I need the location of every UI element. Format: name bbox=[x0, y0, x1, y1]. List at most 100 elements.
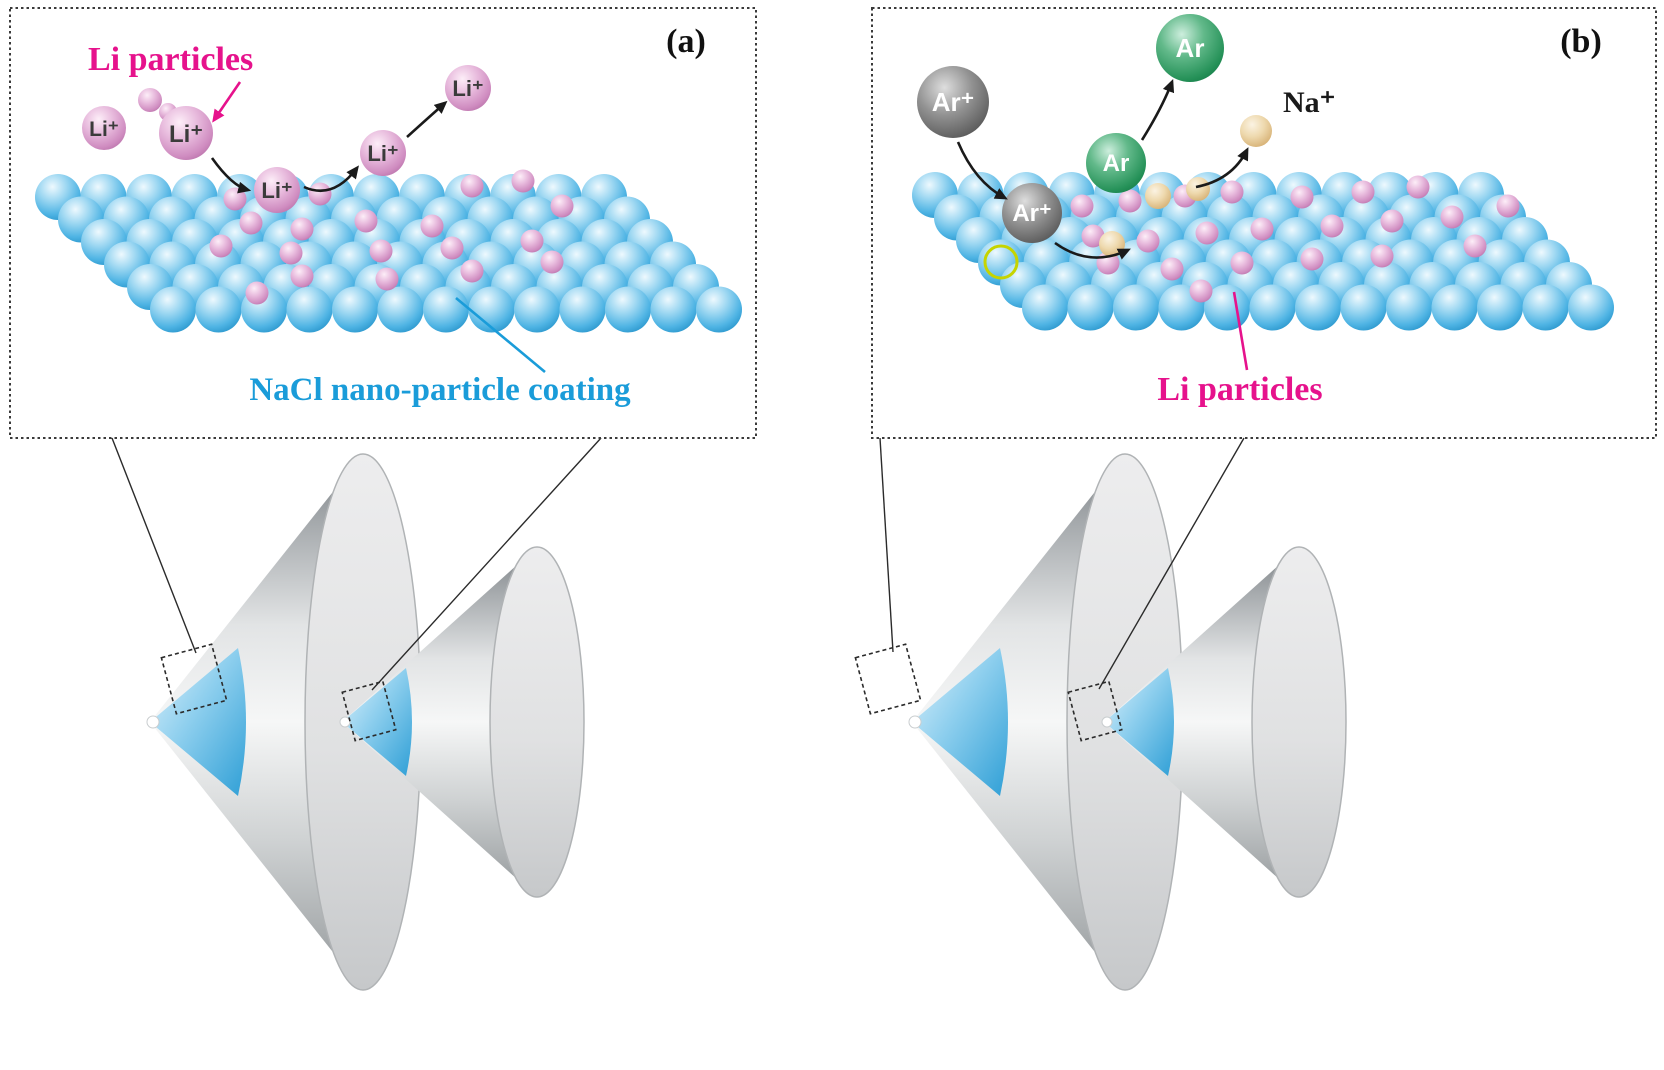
nacl-sphere bbox=[1249, 284, 1296, 331]
nacl-sphere bbox=[286, 286, 333, 333]
li-particle bbox=[1189, 279, 1213, 303]
argon-atom-label: Ar bbox=[1176, 33, 1205, 63]
panel-b: (b) Ar⁺ Ar⁺ Ar Ar Na⁺ Li particles bbox=[871, 7, 1657, 439]
li-ion-label: Li⁺ bbox=[261, 178, 292, 203]
li-ion-sphere bbox=[360, 130, 406, 176]
li-particle bbox=[511, 169, 535, 193]
li-particle bbox=[354, 209, 378, 233]
nacl-sphere bbox=[1522, 284, 1569, 331]
li-particle bbox=[245, 281, 269, 305]
sodium-label: Na⁺ bbox=[1283, 86, 1336, 119]
callout-line bbox=[371, 437, 602, 691]
small-cone-body bbox=[1104, 547, 1299, 897]
small-cone-body bbox=[342, 547, 537, 897]
argon-atom-sphere bbox=[1156, 14, 1224, 82]
argon-ion-label: Ar⁺ bbox=[932, 87, 975, 117]
sodium-ion-sphere bbox=[1240, 115, 1272, 147]
li-ion-label: Li⁺ bbox=[169, 121, 203, 148]
nacl-sphere bbox=[514, 286, 560, 333]
nacl-sphere bbox=[1431, 284, 1478, 331]
sodium-particle bbox=[1145, 183, 1171, 209]
nacl-caption: NaCl nano-particle coating bbox=[249, 372, 631, 408]
li-ion-label: Li⁺ bbox=[367, 141, 398, 166]
li-particle bbox=[1380, 209, 1404, 233]
li-particle bbox=[1290, 185, 1314, 209]
li-particle bbox=[209, 234, 233, 258]
nacl-sphere bbox=[150, 286, 196, 333]
li-particle bbox=[440, 236, 464, 260]
zoom-region-box bbox=[160, 643, 228, 715]
li-ion-sphere bbox=[254, 167, 300, 213]
zoom-region-box bbox=[1067, 680, 1123, 742]
cone-orifice bbox=[908, 715, 922, 729]
li-particles-pointer bbox=[1232, 291, 1249, 371]
nacl-sphere bbox=[1113, 284, 1159, 331]
li-particle bbox=[540, 250, 564, 274]
small-cone-coated-tip bbox=[342, 668, 412, 776]
li-particle bbox=[1406, 175, 1430, 199]
argon-ion-label: Ar⁺ bbox=[1012, 200, 1051, 227]
li-particle bbox=[1081, 224, 1105, 248]
sodium-escape-arrow bbox=[1195, 147, 1249, 189]
zoom-callouts bbox=[111, 437, 1245, 742]
small-cone-base bbox=[1251, 546, 1347, 898]
nacl-sphere bbox=[1568, 284, 1614, 331]
nacl-sphere bbox=[1067, 284, 1114, 331]
cone-orifice bbox=[339, 716, 351, 728]
li-particle bbox=[369, 239, 393, 263]
nacl-sphere bbox=[605, 286, 651, 333]
panel-a: (a) Li⁺ Li⁺ Li⁺ Li⁺ Li⁺ Li particles NaC… bbox=[9, 7, 757, 439]
li-ion-label: Li⁺ bbox=[452, 76, 483, 101]
surface-arrow bbox=[1054, 241, 1131, 260]
nacl-sphere bbox=[559, 286, 606, 333]
li-particle bbox=[239, 211, 263, 235]
panel-b-label: (b) bbox=[1560, 23, 1602, 60]
cone-orifice bbox=[1101, 716, 1113, 728]
li-particle bbox=[1118, 189, 1142, 213]
escape-arrow bbox=[406, 100, 448, 138]
argon-atom-label: Ar bbox=[1103, 150, 1130, 177]
nacl-sphere bbox=[332, 286, 378, 333]
li-ion-sphere bbox=[138, 88, 162, 112]
li-particle bbox=[1230, 251, 1254, 275]
nacl-pointer bbox=[455, 297, 546, 373]
hop-arrow bbox=[210, 157, 252, 194]
li-particles-a bbox=[209, 169, 574, 305]
sputter-site-ring bbox=[983, 244, 1019, 280]
large-cone-body bbox=[912, 454, 1125, 990]
large-cone-body bbox=[150, 454, 363, 990]
li-particle bbox=[279, 241, 303, 265]
li-particles-pointer bbox=[212, 81, 242, 123]
li-ion-sphere bbox=[159, 106, 213, 160]
li-particle bbox=[520, 229, 544, 253]
small-cone-coated-tip bbox=[1104, 668, 1174, 776]
li-particles-caption: Li particles bbox=[1157, 371, 1322, 408]
nacl-sphere bbox=[1295, 284, 1341, 331]
nacl-sphere bbox=[1386, 284, 1432, 331]
li-particle bbox=[1250, 217, 1274, 241]
li-particle bbox=[1136, 229, 1160, 253]
panel-a-label: (a) bbox=[666, 23, 706, 60]
li-particle bbox=[460, 259, 484, 283]
nacl-sphere bbox=[423, 286, 469, 333]
li-particle bbox=[1195, 221, 1219, 245]
li-particle bbox=[223, 187, 247, 211]
li-ion-label: Li⁺ bbox=[89, 118, 119, 141]
li-particle bbox=[460, 174, 484, 198]
callout-line bbox=[111, 437, 197, 654]
li-particle bbox=[1320, 214, 1344, 238]
nacl-sphere bbox=[195, 286, 242, 333]
argon-ion-sphere bbox=[917, 66, 989, 138]
li-particle bbox=[1463, 234, 1487, 258]
impact-arrow bbox=[956, 141, 1008, 200]
li-particle bbox=[308, 182, 332, 206]
zoom-region-box bbox=[854, 643, 922, 715]
panel-b-border bbox=[871, 7, 1657, 439]
neutral-escape-arrow bbox=[1140, 78, 1175, 141]
li-particles-caption: Li particles bbox=[88, 41, 253, 78]
callout-line bbox=[879, 437, 894, 653]
nacl-sphere bbox=[650, 286, 697, 333]
li-particle bbox=[1160, 257, 1184, 281]
